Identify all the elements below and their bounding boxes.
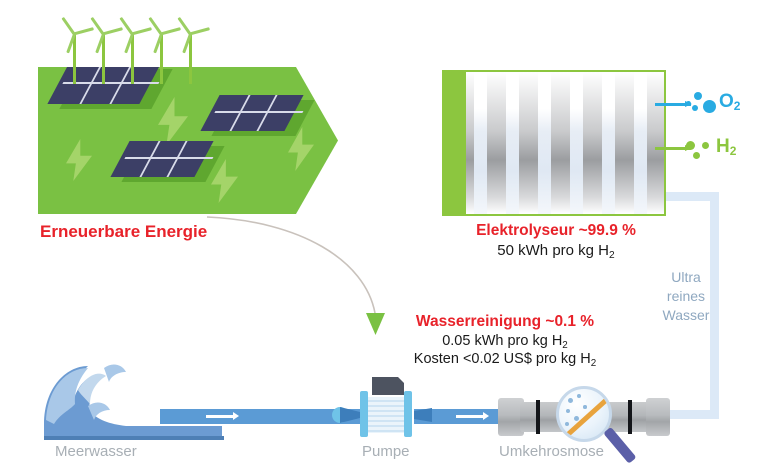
pump-unit	[332, 377, 432, 437]
flow-direction-arrow	[206, 412, 239, 420]
hydrogen-label: H2	[716, 136, 737, 158]
electrolyser-stack	[466, 72, 664, 214]
renewable-energy-arrow	[38, 67, 338, 214]
renewable-energy-label: Erneuerbare Energie	[40, 222, 208, 241]
membrane-plate	[570, 72, 583, 214]
solar-panel-icon	[200, 95, 315, 136]
water-treatment-cost-subscript: 2	[590, 358, 597, 369]
process-flow-curved-arrow	[206, 216, 385, 335]
water-treatment-energy-subscript: 2	[562, 340, 568, 351]
water-treatment-cost: Kosten <0.02 US$ pro kg H2	[390, 351, 620, 369]
water-treatment-energy-text: 0.05 kWh pro kg H	[442, 333, 563, 349]
oxygen-label: O2	[719, 91, 741, 113]
membrane-plate	[602, 72, 615, 214]
wind-turbine-group	[61, 16, 214, 84]
membrane-plate	[634, 72, 647, 214]
reverse-osmosis-caption: Umkehrosmose	[499, 443, 605, 460]
water-treatment-energy: 0.05 kWh pro kg H2	[390, 333, 620, 351]
water-treatment-caption: Wasserreinigung ~0.1 % 0.05 kWh pro kg H…	[390, 313, 620, 369]
pump-flange-left	[360, 391, 368, 437]
reverse-osmosis-unit	[498, 386, 670, 464]
water-treatment-title: Wasserreinigung ~0.1 %	[415, 313, 595, 330]
electrolyser-unit	[442, 70, 666, 216]
wind-turbine-icon	[119, 16, 152, 84]
ro-end-cap-right	[646, 398, 670, 436]
oxygen-symbol: O	[719, 91, 734, 112]
pump-caption: Pumpe	[362, 443, 410, 460]
electrolyser-caption: Elektrolyseur ~99.9 % 50 kWh pro kg H2	[440, 222, 672, 261]
wind-turbine-icon	[90, 16, 123, 84]
hydrogen-symbol: H	[716, 136, 730, 157]
lightning-bolt-icon	[66, 139, 92, 181]
magnifier-lens-icon	[556, 386, 612, 442]
ro-end-cap-left	[498, 398, 524, 436]
ro-band	[536, 400, 540, 434]
pump-motor-housing	[372, 377, 404, 395]
seawater-pipe-left	[160, 409, 360, 424]
ro-band	[628, 400, 632, 434]
seawater-wave-icon	[44, 364, 224, 440]
electrolyser-energy-label: 50 kWh pro kg H2	[440, 242, 672, 261]
flow-direction-arrow	[456, 412, 489, 420]
membrane-plate	[506, 72, 519, 214]
hydrogen-subscript: 2	[729, 144, 737, 158]
pump-inlet	[340, 407, 360, 423]
electrolyser-energy-subscript: 2	[609, 250, 615, 261]
ultrapure-pipe-vertical	[710, 192, 719, 417]
ultrapure-pipe-bottom	[663, 410, 719, 419]
wind-turbine-icon	[148, 16, 181, 84]
lightning-bolt-icon	[211, 159, 238, 203]
ultrapure-line-3: Wasser	[662, 306, 710, 323]
electrolyser-energy-text: 50 kWh pro kg H	[497, 242, 610, 259]
lightning-bolt-icon	[158, 97, 188, 145]
water-treatment-cost-text: Kosten <0.02 US$ pro kg H	[413, 351, 591, 367]
membrane-plate	[474, 72, 487, 214]
ultrapure-water-label: Ultra reines Wasser	[655, 268, 717, 325]
electrolyser-efficiency-label: Elektrolyseur ~99.9 %	[476, 222, 636, 239]
wind-turbine-icon	[61, 16, 94, 84]
ultrapure-pipe-top	[660, 192, 719, 201]
ultrapure-line-2: reines	[666, 287, 706, 304]
pump-outlet	[414, 408, 432, 422]
pump-flange-right	[404, 391, 412, 437]
solar-panel-icon	[110, 141, 225, 182]
wind-turbine-icon	[177, 16, 210, 84]
oxygen-molecule-icon	[686, 92, 720, 118]
electrolyser-anode-bar	[444, 72, 466, 214]
oxygen-subscript: 2	[733, 99, 741, 113]
membrane-plate	[538, 72, 551, 214]
hydrogen-molecule-icon	[686, 138, 718, 162]
pump-body	[364, 397, 408, 433]
ultrapure-line-1: Ultra	[671, 269, 701, 285]
seawater-caption: Meerwasser	[55, 443, 137, 460]
